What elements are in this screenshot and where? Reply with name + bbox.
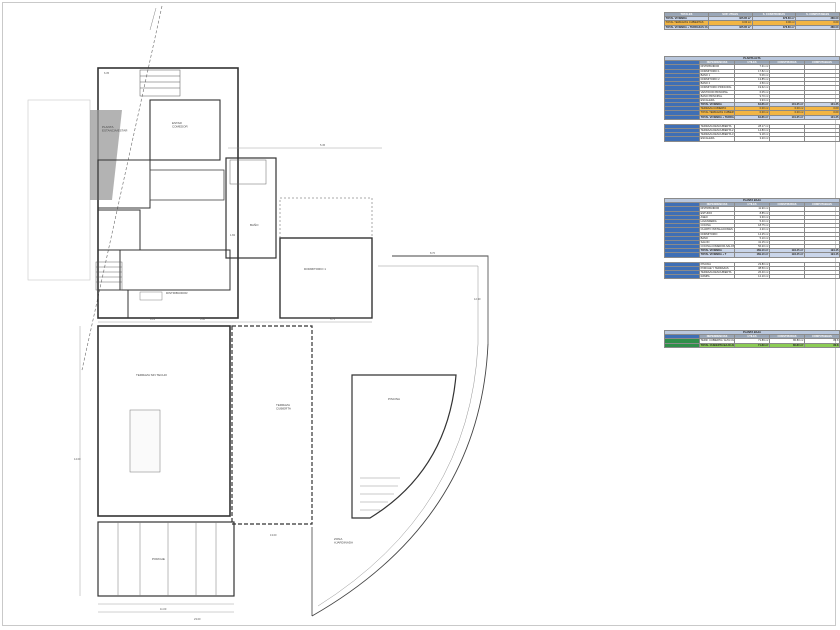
cell-value xyxy=(769,136,805,142)
terrace-covered xyxy=(231,325,313,525)
section-marker xyxy=(664,274,700,280)
outer-boundary xyxy=(311,255,489,617)
cell-value: 325.85 m² xyxy=(707,24,753,30)
row-label: TOTAL CUBIERTA BAJO ALTURA xyxy=(699,342,735,348)
dim-1: 11.00 xyxy=(160,607,167,611)
cell-value: 194.45 xyxy=(804,252,840,258)
dim-7: 12.30 xyxy=(474,297,481,301)
row-label: TERRAZA DESCUBIERTA 3 xyxy=(699,132,735,138)
pool xyxy=(351,374,457,519)
row-label: ESCALERA xyxy=(699,136,735,142)
table-row: TERR. CUBIERTA / ALTA CUBIERTA71.89 m²80… xyxy=(664,338,840,344)
row-label: TOTAL VIVIENDA + TERRAZAS CUBIERTAS xyxy=(664,24,709,30)
porch xyxy=(97,521,235,597)
row-label: DORMITORIO PRINCIPAL xyxy=(699,85,735,91)
dim-6: 8.70 xyxy=(430,251,436,255)
cell-value: 101.35 xyxy=(804,114,840,120)
row-label: TOTAL VIVIENDA + TERRAZAS CUBIERTAS xyxy=(699,114,735,120)
cell-value xyxy=(804,136,840,142)
row-label: TERR. CUBIERTA / ALTA CUBIERTA xyxy=(699,338,735,344)
terrace-large xyxy=(97,325,231,517)
left-garden-zone xyxy=(27,99,91,281)
dimension-lines xyxy=(79,147,489,613)
wall-right-room xyxy=(279,237,373,319)
row-label: RAMPA xyxy=(699,274,735,280)
dim-11: 6.35 xyxy=(104,71,110,75)
dim-2: 5.45 xyxy=(320,143,326,147)
middle-stair xyxy=(95,261,123,291)
row-label: TERRAZA DESCUBIERTA 2 xyxy=(699,127,735,134)
label-terraza-big: TERRAZA SIN TECHO xyxy=(136,373,168,377)
dim-12: 1.82 xyxy=(230,233,236,237)
row-label: TOTAL TERRAZAS CUBIERTAS xyxy=(699,110,735,116)
section-marker xyxy=(664,136,700,142)
wall-upper-block xyxy=(97,67,239,319)
row-label: COCINA-COMEDOR-SALÓN xyxy=(699,244,735,250)
label-porche: PORCHE xyxy=(152,557,165,561)
dim-4: 4.14 xyxy=(150,317,156,321)
dim-8: 14.00 xyxy=(74,457,81,461)
row-label: TERRAZA DESCUBIERTA xyxy=(699,269,735,276)
dim-5: 5.75 xyxy=(330,317,336,321)
row-label: TERRAZA DESCUBIERTA xyxy=(699,123,735,130)
dim-10: 23.00 xyxy=(194,617,201,621)
cell-value: 386.00 xyxy=(795,24,840,30)
cell-value: 71.89 m² xyxy=(734,342,770,348)
table-row: TOTAL CUBIERTA BAJO ALTURA71.89 m²80.80 … xyxy=(664,342,840,348)
property-line xyxy=(81,5,163,371)
dim-9: 13.00 xyxy=(270,533,277,537)
section-marker xyxy=(664,342,700,348)
table-row: TOTAL VIVIENDA + TERRAZAS CUBIERTAS325.8… xyxy=(664,24,840,30)
cell-value: 80.8 xyxy=(804,342,840,348)
wall-annex xyxy=(225,157,277,259)
cell-value: 3.20 m² xyxy=(734,136,770,142)
label-bano: BAÑO xyxy=(250,222,259,227)
row-label: CUARTO INSTALACIONES xyxy=(699,227,735,233)
cell-value: 12.10 m² xyxy=(734,274,770,280)
cell-value xyxy=(769,274,805,280)
label-distribuidor: DISTRIBUIDOR xyxy=(166,291,188,295)
row-label: TOTAL TERRAZAS CUBIERTAS xyxy=(664,20,709,26)
hatched-wall xyxy=(90,110,122,200)
table-row: TOTAL VIVIENDA + TERRAZAS CUBIERTAS84.86… xyxy=(664,114,840,120)
top-stair xyxy=(139,69,181,97)
label-piscina: PISCINA xyxy=(388,397,400,401)
cell-value xyxy=(804,274,840,280)
cell-value: 376.60 m² xyxy=(751,24,797,30)
dim-3: 3.00 xyxy=(200,317,206,321)
label-dormitorio: DORMITORIO 1 xyxy=(304,267,326,271)
cell-value: 80.80 m² xyxy=(769,342,805,348)
